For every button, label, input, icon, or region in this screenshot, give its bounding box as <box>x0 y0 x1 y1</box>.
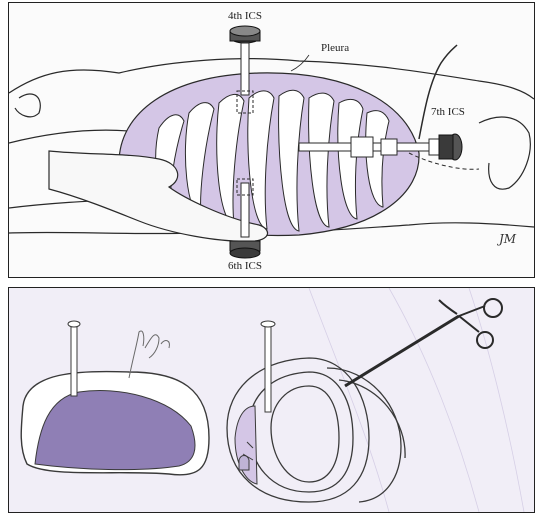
label-7th-ics: 7th ICS <box>431 106 465 118</box>
procedure-sketch <box>9 288 534 512</box>
label-4th-ics: 4th ICS <box>228 10 262 22</box>
pleura-leader-line <box>291 55 309 71</box>
label-pleura: Pleura <box>321 42 349 54</box>
trocar-left <box>71 322 77 396</box>
grasping-forceps <box>345 299 502 386</box>
handwritten-annotation <box>129 331 169 378</box>
light-cable <box>419 45 457 139</box>
lung-cross-section <box>21 321 209 475</box>
forceps-ring-upper <box>484 299 502 317</box>
thoracoscopy-port-placement-illustration: 4th ICS Pleura 7th ICS 6th ICS JM <box>8 2 535 278</box>
artist-signature: JM <box>496 232 517 246</box>
thoracoscopic-procedure-illustration <box>8 287 535 513</box>
label-6th-ics: 6th ICS <box>228 260 262 272</box>
patient-position-drawing: 4th ICS Pleura 7th ICS 6th ICS JM <box>9 3 534 277</box>
trocar-middle <box>265 322 271 412</box>
